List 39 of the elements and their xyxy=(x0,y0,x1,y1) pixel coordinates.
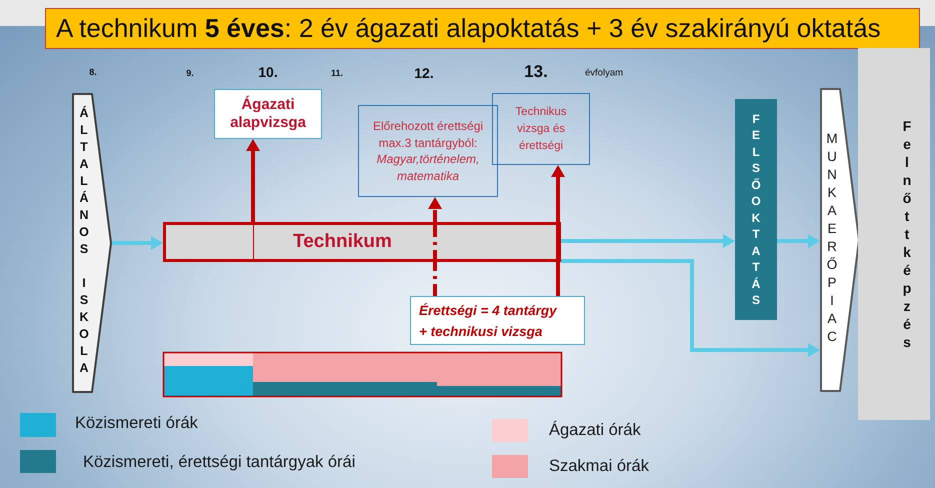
legend-label: Ágazati órák xyxy=(549,421,641,441)
grade-number: 13. xyxy=(524,62,548,82)
process-bar xyxy=(163,222,561,262)
box-label: Ágazati alapvizsga xyxy=(229,96,307,132)
vertical-label: Felnőttképzés xyxy=(902,117,912,351)
outline-box xyxy=(358,105,498,197)
vertical-label: ÁLTALÁNOS ISKOLA xyxy=(78,105,90,377)
grade-number: 10. xyxy=(258,64,278,80)
vertical-banner xyxy=(735,99,777,320)
title-banner: A technikum 5 éves: 2 év ágazati alapoktatás + 3 év szakirányú oktatás xyxy=(45,8,920,49)
arrow xyxy=(561,259,820,357)
arrow xyxy=(428,197,442,222)
grade-number: 9. xyxy=(186,68,194,78)
box-label: Érettségi = 4 tantárgy + technikusi vizsga xyxy=(419,302,558,341)
grade-number: 8. xyxy=(89,66,97,78)
arrow xyxy=(246,139,260,222)
box-label: Előrehozott érettségi max.3 tantárgyból: xyxy=(372,118,484,151)
side-panel xyxy=(858,48,930,420)
pentagon-arrow xyxy=(820,88,860,392)
box-label: Technikus vizsga és érettségi xyxy=(514,104,568,154)
grade-number: 12. xyxy=(414,64,434,82)
arrow xyxy=(551,165,565,296)
arrow xyxy=(777,234,820,248)
arrow xyxy=(561,234,735,248)
vertical-label: FELSŐOKTATÁS xyxy=(750,110,762,308)
legend-label: Közismereti, érettségi tantárgyak órái xyxy=(83,453,356,473)
grade-caption: évfolyam xyxy=(585,68,624,80)
box-label: Magyar,történelem, matematika xyxy=(376,151,480,184)
grade-number: 11. xyxy=(331,68,343,78)
callout-box xyxy=(214,89,322,139)
vertical-label: MUNKAERŐPIAC xyxy=(825,130,839,346)
connector-line xyxy=(433,262,437,296)
arrow xyxy=(112,236,163,250)
legend-label: Közismereti órák xyxy=(75,414,198,434)
legend-label: Szakmai órák xyxy=(549,457,649,477)
outline-box xyxy=(492,93,590,165)
pentagon-arrow xyxy=(72,93,112,393)
callout-box xyxy=(410,296,585,345)
bar-label: Technikum xyxy=(293,231,392,253)
